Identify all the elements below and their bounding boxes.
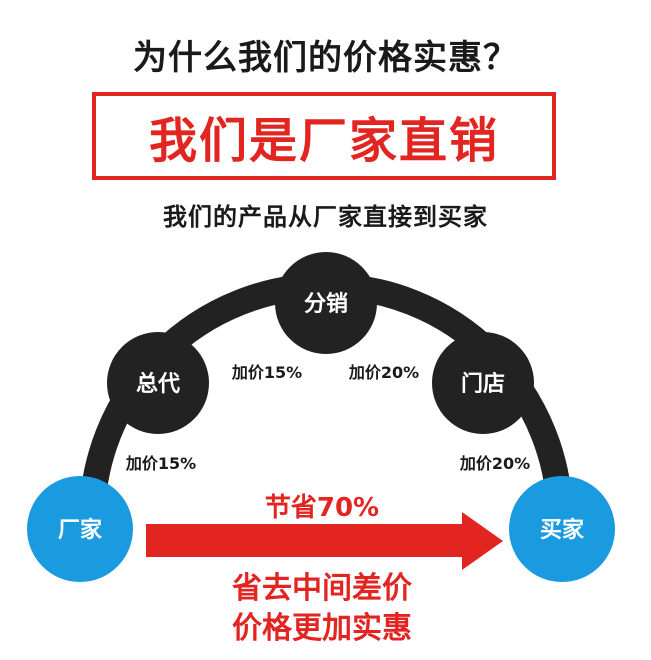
node-factory: 厂家 [27, 476, 133, 582]
banner-title: 我们是厂家直销 [148, 113, 499, 169]
saving-line-1: 省去中间差价 [232, 571, 412, 606]
node-buyer: 买家 [509, 476, 615, 582]
saving-line-2: 价格更加实惠 [232, 611, 412, 646]
node-distribution: 分销 [275, 252, 377, 354]
markup-factory-to-agent: 加价15% [125, 454, 196, 473]
markup-distribution-to-store: 加价20% [348, 363, 419, 382]
node-store: 门店 [432, 332, 534, 434]
subtitle: 我们的产品从厂家直接到买家 [163, 203, 488, 231]
saving-label: 节省70% [265, 493, 379, 523]
node-distribution-label: 分销 [304, 292, 348, 317]
node-store-label: 门店 [461, 371, 505, 397]
node-factory-label: 厂家 [58, 517, 103, 543]
saving-arrow [146, 512, 503, 570]
node-general-agent: 总代 [107, 332, 209, 434]
factory-direct-banner: 我们是厂家直销 [92, 92, 556, 180]
node-general-agent-label: 总代 [136, 371, 180, 397]
markup-agent-to-distribution: 加价15% [231, 363, 302, 382]
headline-question: 为什么我们的价格实惠？ [133, 38, 518, 78]
node-buyer-label: 买家 [540, 517, 585, 543]
markup-store-to-buyer: 加价20% [459, 454, 530, 473]
